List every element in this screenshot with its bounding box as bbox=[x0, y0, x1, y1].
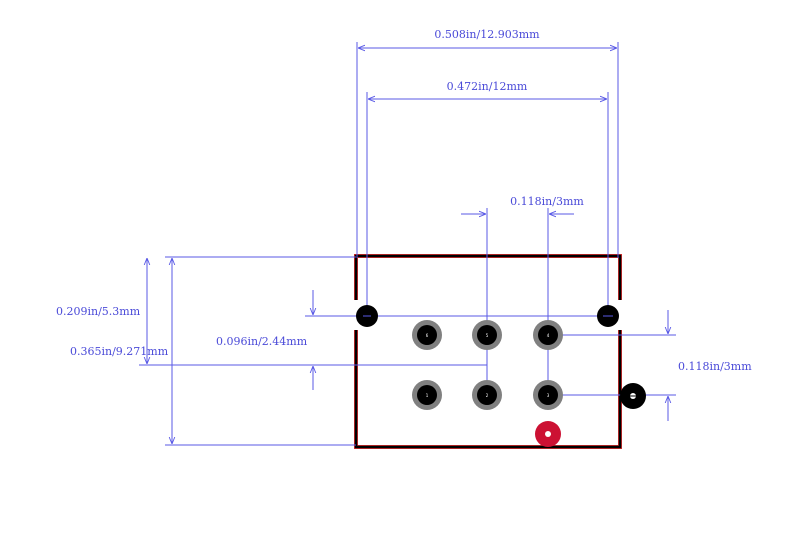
mounting-hole-left bbox=[356, 305, 378, 327]
polarity-marker bbox=[535, 421, 561, 447]
pad-5: 5 bbox=[472, 320, 502, 350]
overall-width-label: 0.508in/12.903mm bbox=[434, 28, 540, 41]
pad-label: 5 bbox=[486, 333, 489, 338]
component-outline bbox=[354, 254, 622, 449]
pin-pitch-y-label: 0.118in/3mm bbox=[678, 360, 752, 373]
body-height-label: 0.365in/9.271mm bbox=[70, 345, 169, 358]
pin-pitch-x-label: 0.118in/3mm bbox=[510, 195, 584, 208]
pad-label: 1 bbox=[426, 393, 429, 398]
pad-label: 3 bbox=[547, 393, 550, 398]
row-offset-label: 0.096in/2.44mm bbox=[216, 335, 308, 348]
overall-width-dimension: 0.508in/12.903mm bbox=[356, 28, 619, 258]
mount-to-row-label: 0.209in/5.3mm bbox=[56, 305, 141, 318]
pad-2: 2 bbox=[472, 380, 502, 410]
pad-3: 3 bbox=[533, 380, 563, 410]
row-offset-dimension: 0.096in/2.44mm bbox=[216, 290, 610, 390]
mount-hole-span-label: 0.472in/12mm bbox=[447, 80, 528, 93]
pad-label: 6 bbox=[426, 333, 429, 338]
pad-label: 2 bbox=[486, 393, 489, 398]
pad-array: 6 5 4 1 2 3 bbox=[412, 320, 563, 410]
body-height-dimension: 0.365in/9.271mm bbox=[70, 256, 356, 446]
pad-6: 6 bbox=[412, 320, 442, 350]
mount-hole-span-dimension: 0.472in/12mm bbox=[366, 80, 609, 316]
pad-1: 1 bbox=[412, 380, 442, 410]
side-ground-pad bbox=[620, 383, 646, 409]
pad-label: 4 bbox=[547, 333, 550, 338]
pad-4: 4 bbox=[533, 320, 563, 350]
pin-pitch-y-dimension: 0.118in/3mm bbox=[548, 310, 752, 421]
mounting-hole-right bbox=[597, 305, 619, 327]
mount-to-row-dimension: 0.209in/5.3mm bbox=[56, 258, 487, 366]
pin-pitch-x-dimension: 0.118in/3mm bbox=[461, 195, 584, 395]
